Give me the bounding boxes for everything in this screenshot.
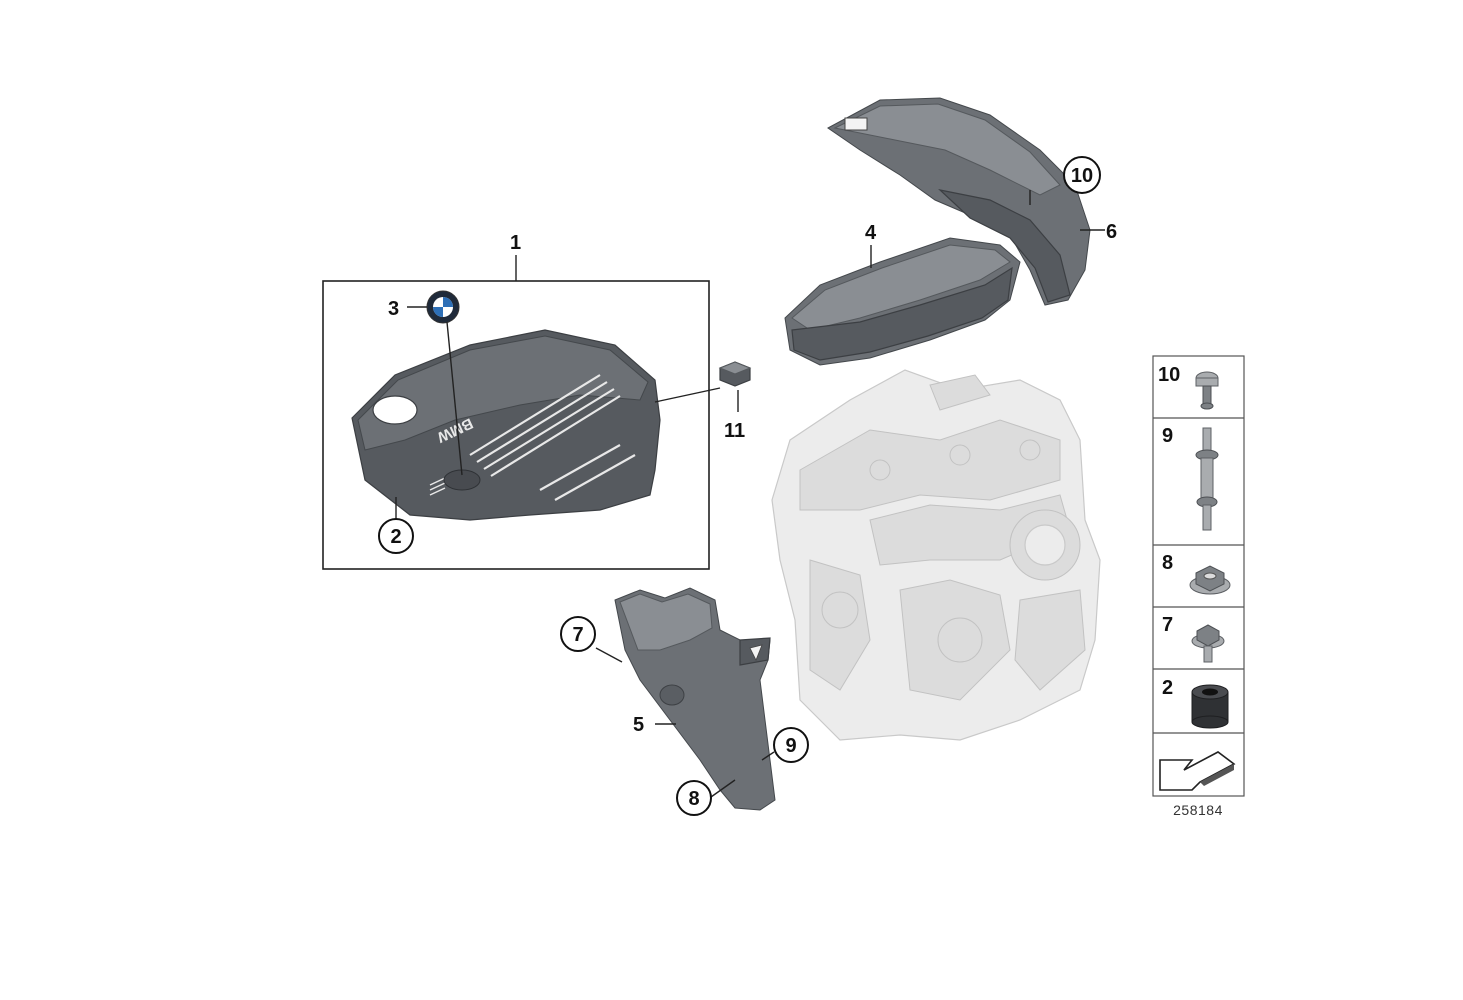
legend-row-10-label: 10 <box>1158 364 1180 386</box>
legend-row-7-label: 7 <box>1162 614 1173 636</box>
callout-6: 6 <box>1106 221 1117 243</box>
engine-block <box>771 369 1101 741</box>
callout-4: 4 <box>865 222 877 244</box>
callout-2: 2 <box>390 526 401 548</box>
callout-11: 11 <box>724 420 745 442</box>
flange-bolt-drawing <box>1191 624 1225 663</box>
callout-10-circle: 10 <box>1063 156 1101 194</box>
callout-5: 5 <box>633 714 644 736</box>
callout-3: 3 <box>388 298 399 320</box>
hex-nut-drawing <box>1189 565 1231 595</box>
diagram-number: 258184 <box>1173 802 1223 818</box>
part-6-shield <box>827 97 1091 306</box>
legend-row-2-label: 2 <box>1162 677 1173 699</box>
callout-8-circle: 8 <box>676 780 712 816</box>
engine-cover: BMW <box>351 329 661 521</box>
callout-2-circle: 2 <box>378 518 414 554</box>
direction-arrow-icon <box>1159 751 1236 791</box>
hardware-legend: 10 9 8 7 2 <box>1152 355 1245 797</box>
callout-9-circle: 9 <box>773 727 809 763</box>
legend-row-8-label: 8 <box>1162 552 1173 574</box>
grommet-drawing <box>1191 684 1229 729</box>
stud-bolt-drawing <box>1195 427 1219 531</box>
callout-7: 7 <box>572 624 583 646</box>
bmw-emblem <box>426 290 460 324</box>
part-4-cover <box>784 237 1021 366</box>
legend-row-9-label: 9 <box>1162 425 1173 447</box>
callout-1: 1 <box>510 232 521 254</box>
callout-7-circle: 7 <box>560 616 596 652</box>
part-5-shield <box>614 587 776 811</box>
leader-lines <box>395 190 1105 798</box>
part-11-clip <box>718 361 752 387</box>
callout-9: 9 <box>785 735 796 757</box>
callout-10: 10 <box>1071 165 1093 187</box>
callout-8: 8 <box>688 788 699 810</box>
clip-rivet-drawing <box>1195 371 1219 410</box>
